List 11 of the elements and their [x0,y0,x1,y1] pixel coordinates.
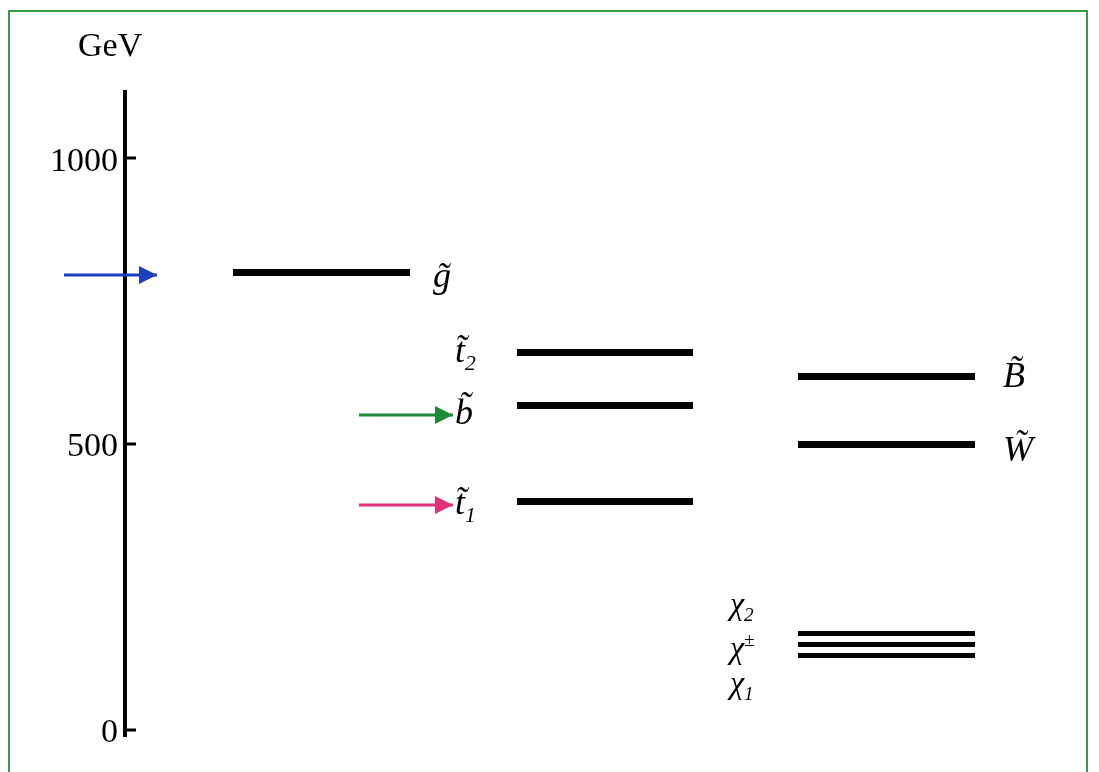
arrow [359,406,453,424]
arrow [359,496,453,514]
tick-label: 0 [100,714,118,748]
axis-unit: GeV [78,28,144,62]
particle-label: t̃$_{2}$ [455,332,476,378]
tick-label: 500 [66,428,118,462]
tick-label: 1000 [49,143,118,177]
particle-label: b̃ [455,394,473,430]
particle-label: g̃ [433,257,451,293]
particle-label: t̃$_{1}$ [455,484,476,530]
particle-label: B̃ [1003,357,1025,393]
